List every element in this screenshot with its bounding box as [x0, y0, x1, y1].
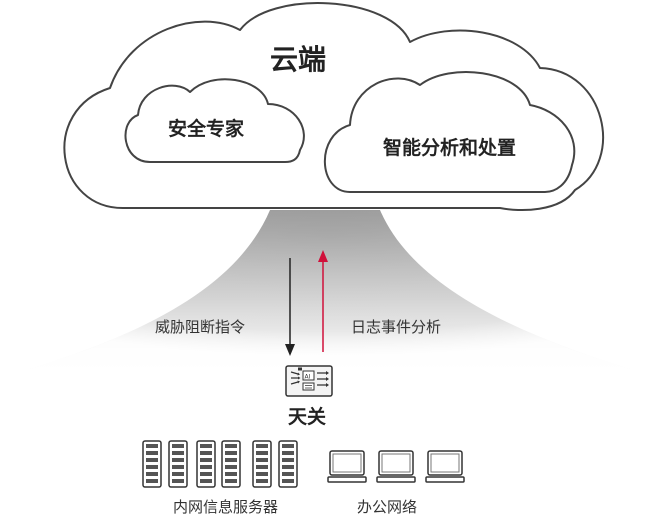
laptop-icon — [376, 450, 416, 483]
servers-label: 内网信息服务器 — [173, 498, 279, 516]
laptop-icon — [425, 450, 465, 483]
security-expert-cloud-shape — [124, 78, 305, 163]
server-rack-icon — [196, 440, 216, 488]
signal-cone — [20, 210, 640, 372]
block-command-arrow — [285, 258, 295, 356]
svg-text:AI: AI — [305, 374, 311, 381]
cloud-title: 云端 — [270, 43, 327, 76]
server-rack-icon — [142, 440, 162, 488]
server-rack-icon — [278, 440, 298, 488]
smart-analysis-cloud-shape — [323, 70, 576, 193]
server-rack-icon — [168, 440, 188, 488]
server-rack-icon — [221, 440, 241, 488]
log-analysis-label: 日志事件分析 — [351, 318, 442, 336]
gateway-ai-device-icon: AI — [285, 365, 333, 397]
server-rack-group — [142, 440, 298, 488]
laptop-group — [327, 450, 465, 483]
smart-analysis-label: 智能分析和处置 — [383, 137, 517, 159]
office-network-label: 办公网络 — [357, 498, 418, 516]
block-command-label: 威胁阻断指令 — [155, 318, 246, 336]
server-rack-icon — [252, 440, 272, 488]
log-analysis-arrow — [318, 250, 328, 352]
laptop-icon — [327, 450, 367, 483]
security-expert-label: 安全专家 — [168, 118, 245, 140]
gateway-label: 天关 — [288, 406, 327, 428]
